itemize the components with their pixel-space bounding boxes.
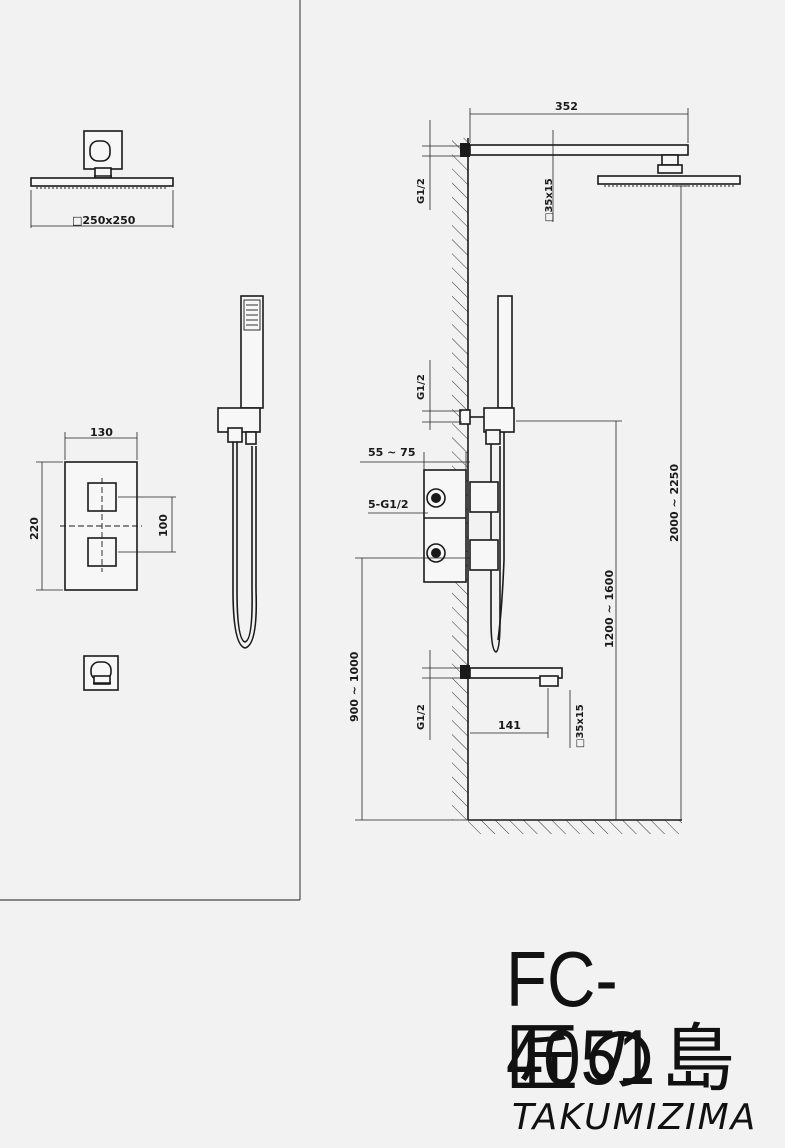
height-dimensions: 2000 ~ 2250 1200 ~ 1600 900 ~ 1000 xyxy=(348,185,688,821)
brand-kanji: 匠の島 xyxy=(505,1016,739,1102)
holder-height-label: 1200 ~ 1600 xyxy=(603,570,616,648)
frame-lines xyxy=(0,0,301,901)
arm-section-label: □35x15 xyxy=(544,178,555,222)
spout-height-label: 900 ~ 1000 xyxy=(348,651,361,722)
head-height-label: 2000 ~ 2250 xyxy=(668,464,681,542)
plate-height-label: 220 xyxy=(28,517,41,540)
wall-depth-label: 55 ~ 75 xyxy=(368,446,416,459)
brand-name: TAKUMIZIMA xyxy=(512,1097,758,1138)
arm-length-label: 352 xyxy=(555,100,578,113)
spout-front-view xyxy=(83,655,119,691)
spout-section-label: □35x15 xyxy=(575,704,586,748)
model-number: FC-4051 xyxy=(506,935,656,1101)
shower-head-front-view: □250x250 xyxy=(30,130,174,228)
mid-thread-label: G1/2 xyxy=(416,374,427,400)
bottom-thread-label: G1/2 xyxy=(416,704,427,730)
valve-body-side-view: 55 ~ 75 5-G1/2 xyxy=(360,446,499,583)
top-thread-label: G1/2 xyxy=(416,178,427,204)
handle-spacing-label: 100 xyxy=(157,514,170,537)
valve-ports-label: 5-G1/2 xyxy=(368,498,409,511)
valve-trim-plate: 130 220 100 xyxy=(28,426,176,591)
spout-length-label: 141 xyxy=(498,719,521,732)
hand-shower-side-view: G1/2 xyxy=(416,295,515,653)
shower-arm-side-view: 352 G1/2 □35x15 xyxy=(416,100,741,222)
spout-side-view: G1/2 141 □35x15 xyxy=(416,650,586,748)
head-size-label: □250x250 xyxy=(72,214,136,227)
plate-width-label: 130 xyxy=(90,426,113,439)
hand-shower-front-view xyxy=(217,295,264,649)
